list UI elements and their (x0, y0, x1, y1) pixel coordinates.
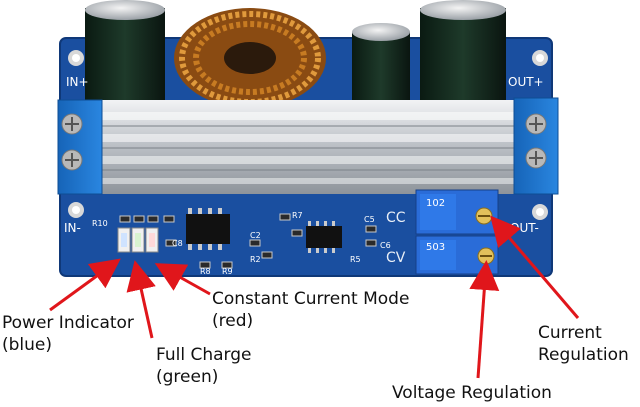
svg-text:102: 102 (426, 198, 445, 209)
smd-components (119, 213, 377, 269)
svg-text:503: 503 (426, 242, 445, 253)
arrow-constant-current (154, 263, 211, 296)
svg-text:R8: R8 (200, 267, 211, 276)
svg-text:C5: C5 (364, 215, 375, 224)
svg-text:R7: R7 (292, 211, 303, 220)
power-indicator-label: Power Indicator (blue) (2, 313, 134, 355)
mounting-holes (68, 50, 548, 220)
svg-text:C2: C2 (250, 231, 261, 240)
full-charge-label: Full Charge (green) (156, 345, 252, 387)
arrow-power-indicator (49, 258, 121, 312)
out-minus-label: OUT- (510, 221, 539, 235)
annotation-arrows (49, 215, 580, 379)
svg-text:C6: C6 (380, 241, 391, 250)
arrow-current-regulation (490, 215, 580, 319)
potentiometer-current: 102 (415, 189, 499, 235)
output-terminal (513, 97, 559, 195)
svg-text:CC: CC (386, 210, 406, 226)
inductor-coil (174, 8, 326, 108)
ic-chip-left (186, 208, 230, 250)
led-power (117, 227, 131, 253)
out-plus-label: OUT+ (508, 75, 544, 89)
in-minus-label: IN- (64, 221, 81, 235)
capacitor-mid (352, 23, 410, 102)
svg-text:R5: R5 (350, 255, 361, 264)
input-terminal (57, 99, 103, 195)
arrow-voltage-regulation (469, 260, 500, 379)
svg-text:R9: R9 (222, 267, 233, 276)
silkscreen-labels: R10 C8 R7 C2 R2 R5 C5 C6 R8 R9 CC CV (92, 210, 406, 276)
svg-text:C8: C8 (172, 239, 183, 248)
heatsink (98, 100, 514, 194)
svg-text:R2: R2 (250, 255, 261, 264)
led-full-charge (131, 227, 145, 253)
svg-text:CV: CV (386, 250, 406, 266)
current-regulation-label: Current Regulation (538, 323, 629, 365)
arrow-full-charge (126, 260, 156, 339)
capacitor-left (85, 0, 165, 100)
svg-text:R10: R10 (92, 219, 108, 228)
ic-chip-right (306, 221, 342, 253)
capacitor-right (420, 0, 506, 104)
voltage-regulation-label: Voltage Regulation (392, 383, 552, 403)
led-constant-current (145, 227, 159, 253)
in-plus-label: IN+ (66, 75, 89, 89)
constant-current-label: Constant Current Mode (red) (212, 289, 410, 331)
